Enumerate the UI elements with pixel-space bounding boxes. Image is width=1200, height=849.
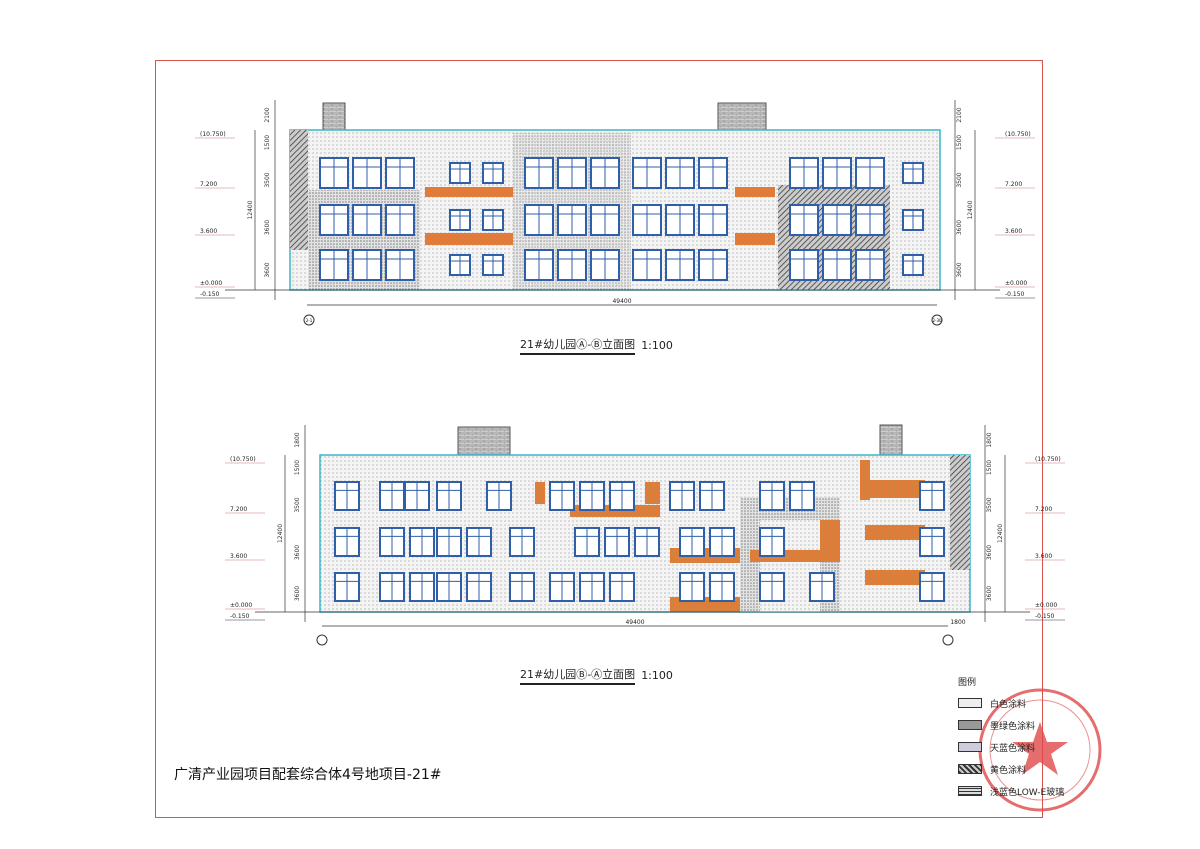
legend-item: 天蓝色涂料 — [958, 736, 1064, 758]
orange-band — [425, 187, 513, 197]
axis-bubble — [931, 314, 943, 326]
dimension-label: 3500 — [264, 172, 271, 187]
orange-band — [735, 233, 775, 245]
legend: 图例 白色涂料 墨绿色涂料 天蓝色涂料 黄色涂料 浅蓝色LOW-E玻璃 — [958, 675, 1064, 802]
legend-label: 墨绿色涂料 — [990, 721, 1036, 732]
level-label-right: 7.200 — [1035, 506, 1052, 513]
legend-label: 天蓝色涂料 — [990, 743, 1036, 754]
dimension-label: 3500 — [294, 497, 301, 512]
front-elevation: 49400 2-1 2-30 2100 2100 1500 1500 3500 3500 3600… — [195, 100, 1035, 326]
level-label-left: (10.750) — [230, 456, 256, 463]
dimension-label: 3600 — [986, 545, 993, 560]
dimension-label: 3600 — [956, 262, 963, 277]
dimension-label: 1500 — [956, 135, 963, 150]
axis-bubble — [942, 634, 954, 646]
dimension-label: 1800 — [986, 432, 993, 447]
dimension-total: 12400 — [277, 524, 284, 543]
level-label-right: -0.150 — [1005, 291, 1025, 298]
legend-label: 黄色涂料 — [990, 765, 1027, 776]
dimension-label: 3500 — [986, 497, 993, 512]
elevation-title-2: 21#幼儿园Ⓑ-Ⓐ立面图 — [520, 666, 636, 685]
dimension-label: 2100 — [264, 107, 271, 122]
level-label-left: -0.150 — [200, 291, 220, 298]
dimension-label: 1800 — [294, 432, 301, 447]
dimension-label: 3600 — [986, 586, 993, 601]
legend-swatch — [958, 786, 982, 796]
dimension-label: 3600 — [294, 545, 301, 560]
axis-label-right: 2-30 — [932, 318, 942, 323]
elevation-caption-1: 21#幼儿园Ⓐ-Ⓑ立面图 1:100 — [520, 336, 673, 355]
project-title: 广清产业园项目配套综合体4号地项目-21# — [174, 767, 442, 783]
level-label-left: 3.600 — [230, 553, 247, 560]
dimension-label: 1500 — [986, 460, 993, 475]
orange-band — [425, 233, 513, 245]
elevation-scale-1: 1:100 — [641, 339, 673, 352]
chimney — [717, 102, 767, 132]
level-label-right: (10.750) — [1035, 456, 1061, 463]
legend-label: 白色涂料 — [990, 699, 1027, 710]
chimney — [457, 426, 511, 456]
total-width-label: 49400 — [625, 619, 644, 626]
level-label-left: (10.750) — [200, 131, 226, 138]
total-width-label: 49400 — [612, 298, 631, 305]
legend-item: 白色涂料 — [958, 692, 1064, 714]
dimension-label: 3600 — [956, 220, 963, 235]
legend-label: 浅蓝色LOW-E玻璃 — [990, 787, 1065, 798]
elevation-scale-2: 1:100 — [641, 669, 673, 682]
dimension-total: 12400 — [997, 524, 1004, 543]
dimension-label: 3600 — [294, 586, 301, 601]
orange-balcony — [820, 520, 840, 560]
level-label-right: (10.750) — [1005, 131, 1031, 138]
orange-balcony — [865, 525, 925, 540]
orange-balcony — [865, 480, 925, 498]
chimney — [322, 102, 346, 132]
orange-balcony — [535, 482, 545, 504]
hatched-panel — [950, 455, 970, 570]
hatched-panel — [290, 130, 308, 250]
legend-item: 浅蓝色LOW-E玻璃 — [958, 780, 1064, 802]
axis-bubble — [316, 634, 328, 646]
level-label-right: 7.200 — [1005, 181, 1022, 188]
elevation-caption-2: 21#幼儿园Ⓑ-Ⓐ立面图 1:100 — [520, 666, 673, 685]
dimension-label: 3600 — [264, 262, 271, 277]
level-label-left: 7.200 — [230, 506, 247, 513]
dimension-total: 12400 — [247, 200, 254, 219]
dimension-label: 3600 — [264, 220, 271, 235]
drawing-border — [155, 60, 1043, 818]
dimension-label: 3500 — [956, 172, 963, 187]
level-label-left: ±0.000 — [200, 280, 222, 287]
legend-swatch — [958, 764, 982, 774]
legend-item: 黄色涂料 — [958, 758, 1064, 780]
orange-balcony — [865, 570, 925, 585]
legend-swatch — [958, 720, 982, 730]
legend-title: 图例 — [958, 678, 977, 688]
axis-bubble — [303, 314, 315, 326]
extra-dimension-label: 1800 — [950, 619, 965, 626]
elevation-title-1: 21#幼儿园Ⓐ-Ⓑ立面图 — [520, 336, 636, 355]
level-label-left: 7.200 — [200, 181, 217, 188]
rear-elevation: 49400 1800 1800 1800 1500 1500 3500 3500 3600 360… — [225, 424, 1065, 646]
orange-balcony — [860, 460, 870, 500]
level-label-right: 3.600 — [1035, 553, 1052, 560]
dimension-label: 1500 — [264, 135, 271, 150]
orange-balcony — [645, 482, 660, 504]
level-label-right: -0.150 — [1035, 613, 1055, 620]
level-label-left: 3.600 — [200, 228, 217, 235]
dimension-label: 1500 — [294, 460, 301, 475]
orange-band — [735, 187, 775, 197]
legend-swatch — [958, 742, 982, 752]
level-label-right: 3.600 — [1005, 228, 1022, 235]
legend-swatch — [958, 698, 982, 708]
dimension-label: 2100 — [956, 107, 963, 122]
level-label-left: -0.150 — [230, 613, 250, 620]
legend-item: 墨绿色涂料 — [958, 714, 1064, 736]
axis-label-left: 2-1 — [306, 318, 313, 323]
level-label-right: ±0.000 — [1005, 280, 1027, 287]
level-label-left: ±0.000 — [230, 602, 252, 609]
dimension-total: 12400 — [967, 200, 974, 219]
level-label-right: ±0.000 — [1035, 602, 1057, 609]
